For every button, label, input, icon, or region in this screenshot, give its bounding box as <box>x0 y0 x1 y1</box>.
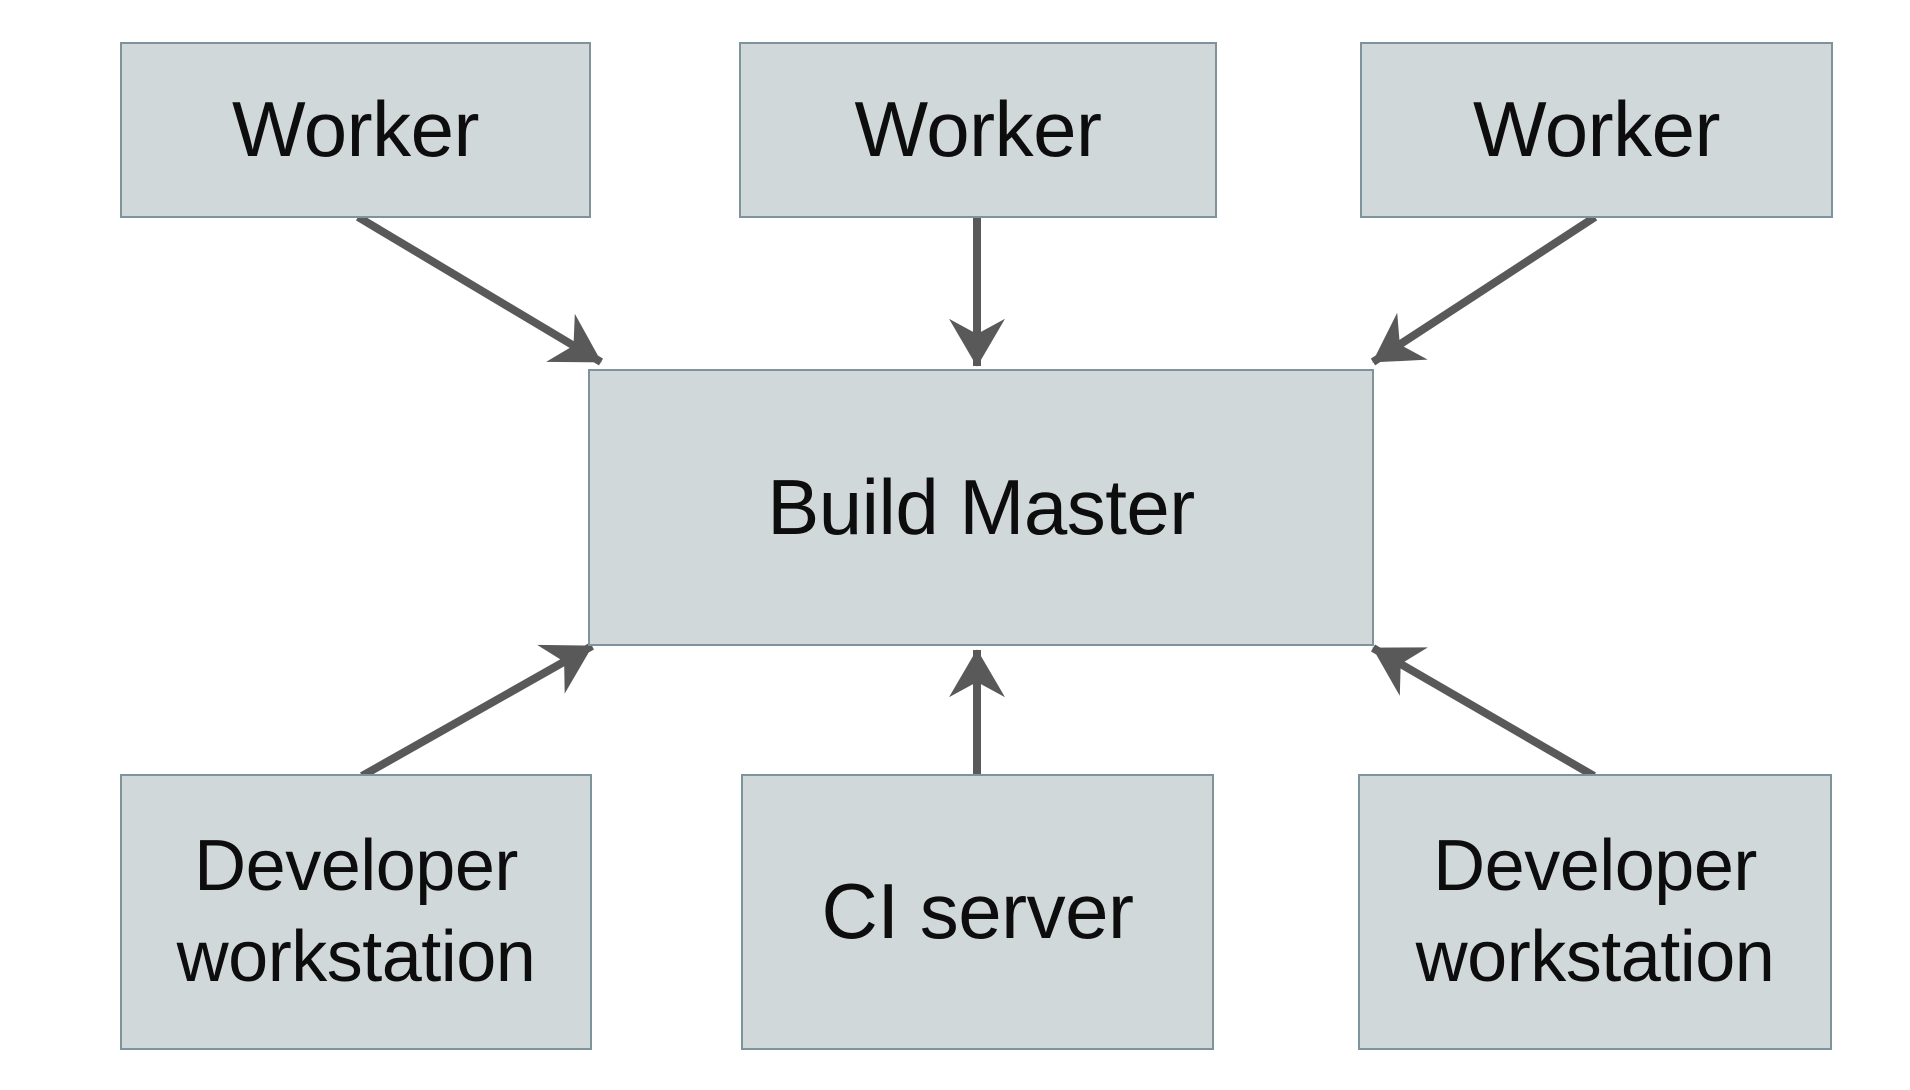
node-ci-server-label: CI server <box>821 867 1134 956</box>
node-build-master-label: Build Master <box>767 462 1195 551</box>
arrow-worker-3-to-build-master <box>1370 213 1598 366</box>
node-worker-3: Worker <box>1360 42 1833 218</box>
node-developer-workstation-left-label: Developer workstation <box>176 825 536 997</box>
arrow-worker-1-to-build-master <box>355 213 604 366</box>
arrow-developer-workstation-left-to-build-master <box>360 642 594 780</box>
node-worker-1-label: Worker <box>232 85 479 174</box>
node-worker-1: Worker <box>120 42 591 218</box>
node-build-master: Build Master <box>588 369 1374 646</box>
node-worker-3-label: Worker <box>1473 85 1720 174</box>
node-worker-2-label: Worker <box>854 85 1102 174</box>
node-developer-workstation-left: Developer workstation <box>120 774 592 1050</box>
node-ci-server: CI server <box>741 774 1214 1050</box>
node-developer-workstation-right-label: Developer workstation <box>1415 825 1775 997</box>
node-developer-workstation-right: Developer workstation <box>1358 774 1832 1050</box>
arrow-developer-workstation-right-to-build-master <box>1370 644 1597 780</box>
node-worker-2: Worker <box>739 42 1217 218</box>
